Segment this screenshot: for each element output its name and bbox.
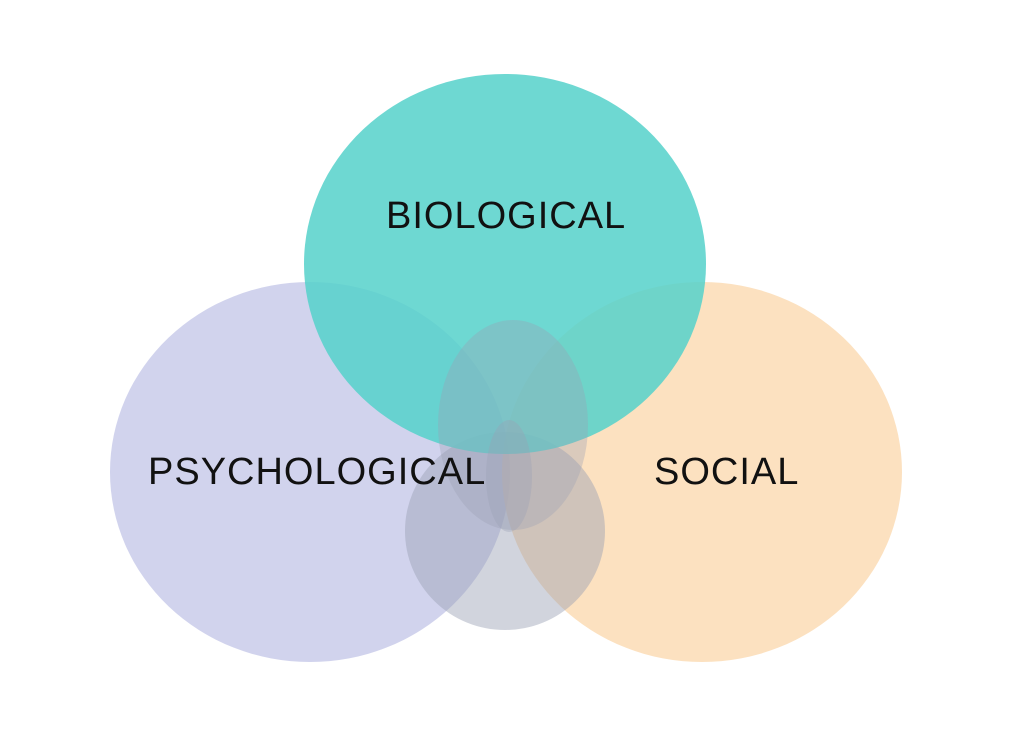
overlap-psychological-social [405, 432, 605, 630]
label-psychological: PSYCHOLOGICAL [148, 451, 487, 493]
overlap-biological-psychological-social [438, 320, 588, 530]
circle-biological [304, 74, 706, 454]
label-social: SOCIAL [654, 451, 800, 493]
label-biological: BIOLOGICAL [386, 195, 627, 237]
overlap-center [486, 420, 532, 532]
